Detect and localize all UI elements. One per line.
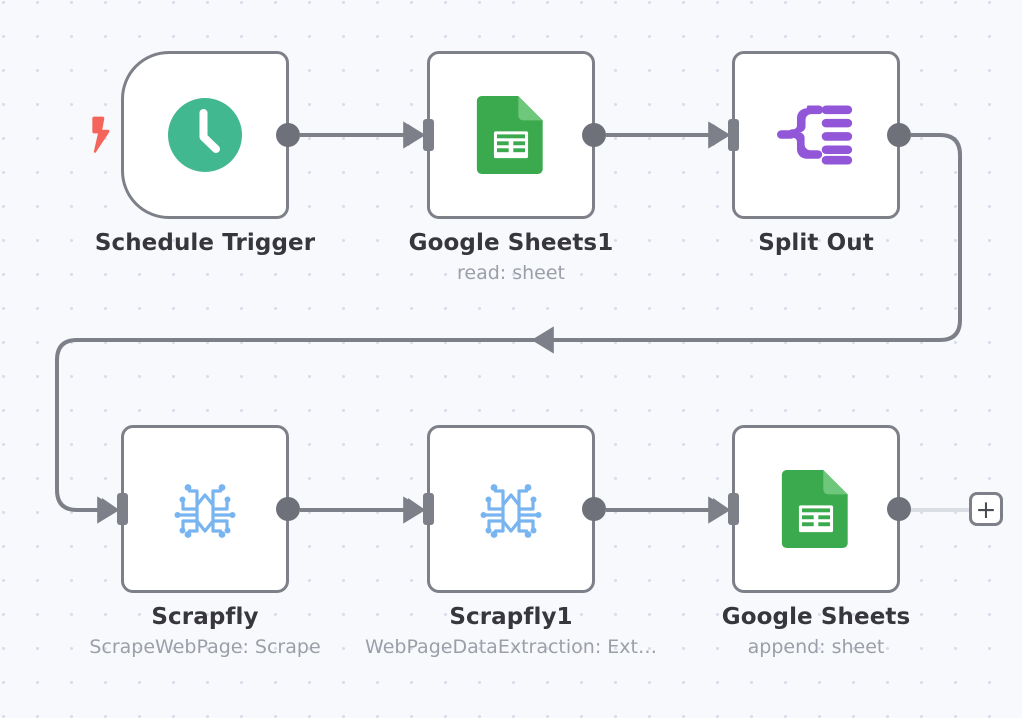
- node-label: Split Out: [758, 230, 874, 256]
- node-sublabel: read: sheet: [457, 262, 565, 284]
- google-sheets-icon: [777, 470, 855, 548]
- lightning-bolt-icon: [88, 116, 114, 154]
- output-port[interactable]: [582, 123, 606, 147]
- node-scrapfly-1[interactable]: Scrapfly1 WebPageDataExtraction: Ext…: [365, 425, 657, 658]
- node-sublabel: ScrapeWebPage: Scrape: [89, 636, 321, 658]
- output-port[interactable]: [276, 497, 300, 521]
- node-sublabel: WebPageDataExtraction: Ext…: [365, 636, 657, 658]
- node-google-sheets-1[interactable]: Google Sheets1 read: sheet: [408, 51, 613, 284]
- input-port[interactable]: [408, 493, 434, 525]
- input-port[interactable]: [713, 119, 739, 151]
- scrapfly-spider-icon: [166, 470, 244, 548]
- split-out-icon: [777, 96, 855, 174]
- node-scrapfly[interactable]: Scrapfly ScrapeWebPage: Scrape: [89, 425, 321, 658]
- output-port[interactable]: [582, 497, 606, 521]
- node-label: Scrapfly: [151, 604, 259, 630]
- clock-icon: [166, 96, 244, 174]
- node-label: Google Sheets: [721, 604, 911, 630]
- node-google-sheets[interactable]: Google Sheets append: sheet: [713, 425, 911, 658]
- node-label: Scrapfly1: [449, 604, 573, 630]
- node-schedule-trigger[interactable]: Schedule Trigger: [92, 51, 315, 256]
- node-label: Google Sheets1: [408, 230, 614, 256]
- node-split-out[interactable]: Split Out: [713, 51, 911, 256]
- output-port[interactable]: [887, 497, 911, 521]
- add-node-button[interactable]: +: [969, 492, 1003, 526]
- plus-icon: +: [975, 494, 997, 524]
- input-port[interactable]: [102, 493, 128, 525]
- output-port[interactable]: [887, 123, 911, 147]
- input-port[interactable]: [408, 119, 434, 151]
- node-label: Schedule Trigger: [94, 230, 316, 256]
- node-sublabel: append: sheet: [747, 636, 885, 658]
- output-port[interactable]: [276, 123, 300, 147]
- scrapfly-spider-icon: [472, 470, 550, 548]
- google-sheets-icon: [472, 96, 550, 174]
- input-port[interactable]: [713, 493, 739, 525]
